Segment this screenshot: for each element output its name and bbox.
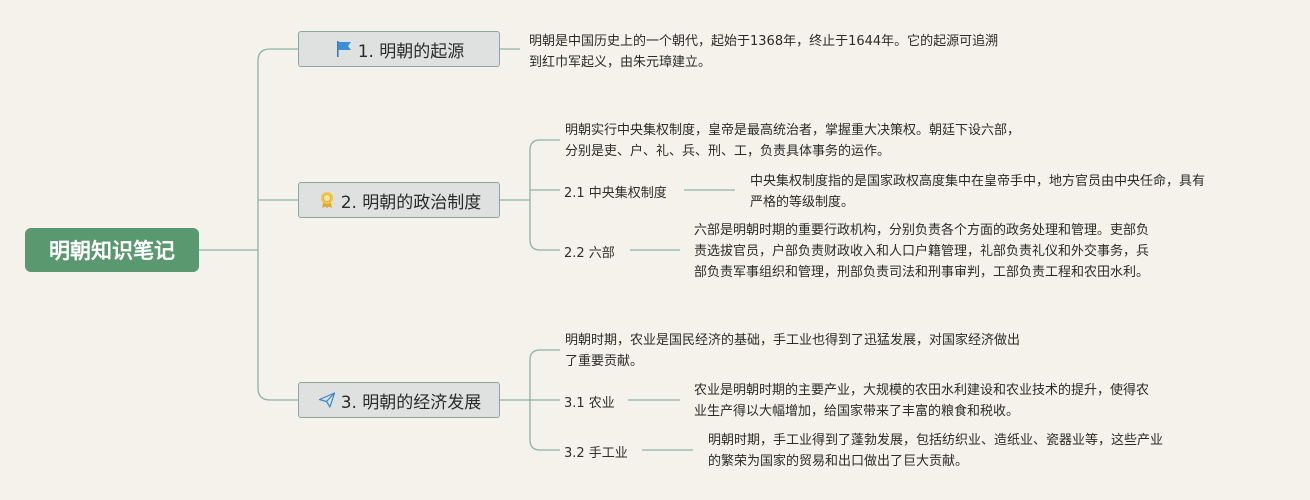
note-line: 严格的等级制度。 (750, 195, 855, 210)
subtopic-six-ministries[interactable]: 2.2 六部 (564, 246, 615, 261)
note-line: 明朝时期，农业是国民经济的基础，手工业也得到了迅猛发展，对国家经济做出 (565, 333, 1021, 348)
note-line: 的繁荣为国家的贸易和出口做出了巨大贡献。 (708, 454, 969, 469)
note-line: 部负责军事组织和管理，刑部负责司法和刑事审判，工部负责工程和农田水利。 (694, 265, 1150, 280)
note-agriculture: 农业是明朝时期的主要产业，大规模的农田水利建设和农业技术的提升，使得农 业生产得… (694, 380, 1149, 422)
note-line: 明朝是中国历史上的一个朝代，起始于1368年，终止于1644年。它的起源可追溯 (529, 34, 999, 49)
topic-economy[interactable]: 3. 明朝的经济发展 (298, 382, 500, 418)
note-origin: 明朝是中国历史上的一个朝代，起始于1368年，终止于1644年。它的起源可追溯 … (529, 31, 998, 73)
note-central-power: 中央集权制度指的是国家政权高度集中在皇帝手中，地方官员由中央任命，具有 严格的等… (750, 171, 1205, 213)
note-line: 业生产得以大幅增加，给国家带来了丰富的粮食和税收。 (694, 404, 1020, 419)
topic-label: 2. 明朝的政治制度 (340, 192, 482, 213)
award-ribbon-icon (317, 190, 337, 210)
paper-plane-icon (317, 390, 337, 410)
note-line: 六部是明朝时期的重要行政机构，分别负责各个方面的政务处理和管理。吏部负 (694, 223, 1150, 238)
note-line: 明朝时期，手工业得到了蓬勃发展，包括纺织业、造纸业、瓷器业等，这些产业 (708, 433, 1164, 448)
note-line: 中央集权制度指的是国家政权高度集中在皇帝手中，地方官员由中央任命，具有 (750, 174, 1206, 189)
topic-label: 1. 明朝的起源 (357, 41, 465, 62)
note-line: 明朝实行中央集权制度，皇帝是最高统治者，掌握重大决策权。朝廷下设六部， (565, 123, 1021, 138)
topic-origin[interactable]: 1. 明朝的起源 (298, 31, 500, 67)
subtopic-handicraft[interactable]: 3.2 手工业 (564, 446, 628, 461)
note-line: 农业是明朝时期的主要产业，大规模的农田水利建设和农业技术的提升，使得农 (694, 383, 1150, 398)
note-line: 责选拔官员，户部负责财政收入和人口户籍管理，礼部负责礼仪和外交事务，兵 (694, 244, 1150, 259)
root-topic[interactable]: 明朝知识笔记 (25, 228, 199, 272)
connector-topic-2-branch (529, 139, 541, 251)
note-line: 分别是吏、户、礼、兵、刑、工，负责具体事务的运作。 (565, 144, 891, 159)
note-economy: 明朝时期，农业是国民经济的基础，手工业也得到了迅猛发展，对国家经济做出 了重要贡… (565, 330, 1020, 372)
note-line: 到红巾军起义，由朱元璋建立。 (529, 55, 712, 70)
topic-politics[interactable]: 2. 明朝的政治制度 (298, 182, 500, 218)
subtopic-agriculture[interactable]: 3.1 农业 (564, 396, 615, 411)
note-line: 了重要贡献。 (565, 354, 644, 369)
subtopic-central-power[interactable]: 2.1 中央集权制度 (564, 186, 667, 201)
connector-trunk (257, 48, 271, 401)
flag-icon (334, 39, 354, 59)
note-handicraft: 明朝时期，手工业得到了蓬勃发展，包括纺织业、造纸业、瓷器业等，这些产业 的繁荣为… (708, 430, 1163, 472)
note-six-ministries: 六部是明朝时期的重要行政机构，分别负责各个方面的政务处理和管理。吏部负 责选拔官… (694, 220, 1149, 283)
note-politics: 明朝实行中央集权制度，皇帝是最高统治者，掌握重大决策权。朝廷下设六部， 分别是吏… (565, 120, 1020, 162)
topic-label: 3. 明朝的经济发展 (340, 392, 482, 413)
